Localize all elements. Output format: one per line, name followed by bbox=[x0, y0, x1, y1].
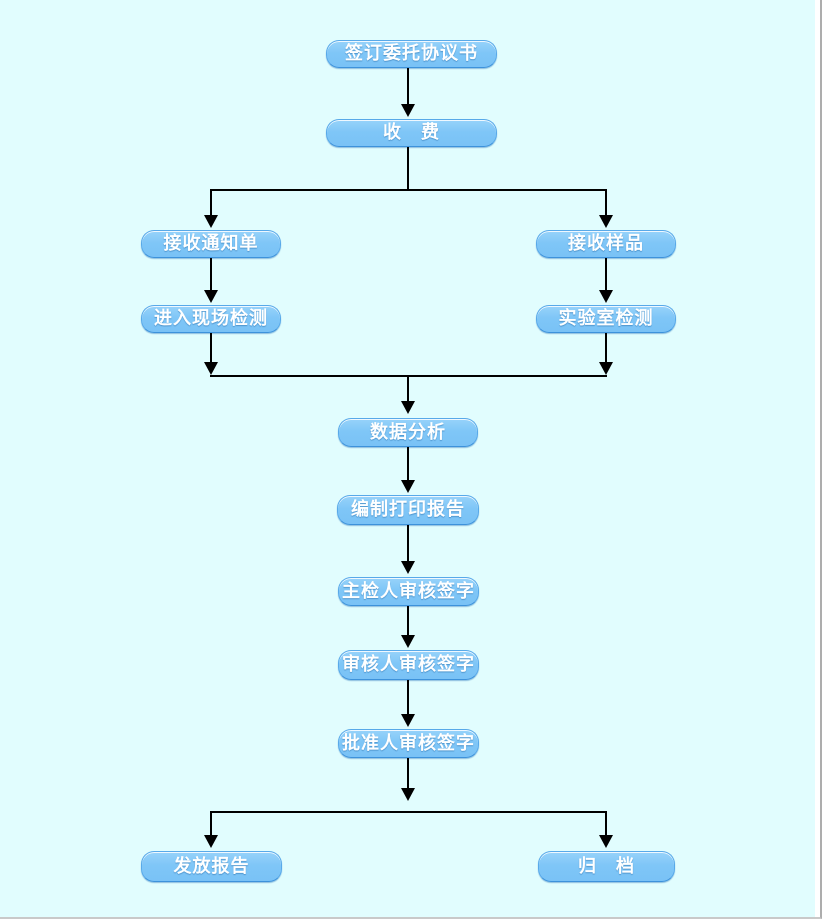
arrowhead-down-icon bbox=[401, 714, 415, 727]
connector-line bbox=[210, 189, 212, 215]
arrowhead-down-icon bbox=[204, 290, 218, 303]
page-right-edge bbox=[815, 0, 820, 917]
connector-line bbox=[210, 333, 212, 362]
connector-split-bar bbox=[210, 189, 607, 191]
arrowhead-down-icon bbox=[599, 835, 613, 848]
connector-line bbox=[605, 812, 607, 835]
node-archive: 归 档 bbox=[538, 851, 675, 882]
arrowhead-down-icon bbox=[401, 635, 415, 648]
arrowhead-down-icon bbox=[204, 835, 218, 848]
connector-line bbox=[407, 680, 409, 714]
node-approver-sign: 批准人审核签字 bbox=[338, 729, 479, 758]
arrowhead-down-icon bbox=[401, 401, 415, 414]
connector-line bbox=[407, 68, 409, 104]
node-fee-collection: 收 费 bbox=[326, 119, 497, 147]
node-sign-agreement: 签订委托协议书 bbox=[326, 40, 497, 68]
connector-line bbox=[407, 147, 409, 190]
connector-line bbox=[605, 333, 607, 362]
arrowhead-down-icon bbox=[401, 104, 415, 117]
connector-merge-bar bbox=[210, 375, 607, 377]
arrowhead-down-icon bbox=[204, 215, 218, 228]
connector-line bbox=[407, 758, 409, 788]
connector-line bbox=[605, 189, 607, 215]
connector-line bbox=[210, 258, 212, 290]
arrowhead-down-icon bbox=[401, 561, 415, 574]
node-chief-inspector-sign: 主检人审核签字 bbox=[338, 577, 479, 606]
node-lab-testing: 实验室检测 bbox=[536, 305, 676, 333]
arrowhead-down-icon bbox=[204, 362, 218, 375]
arrowhead-down-icon bbox=[401, 480, 415, 493]
arrowhead-down-icon bbox=[599, 290, 613, 303]
connector-line bbox=[605, 258, 607, 290]
node-compile-print-report: 编制打印报告 bbox=[337, 495, 479, 525]
node-issue-report: 发放报告 bbox=[141, 851, 282, 882]
connector-split-bar bbox=[210, 811, 607, 813]
connector-line bbox=[407, 447, 409, 480]
arrowhead-down-icon bbox=[599, 215, 613, 228]
connector-line bbox=[210, 812, 212, 835]
node-receive-notice: 接收通知单 bbox=[141, 230, 281, 258]
arrowhead-down-icon bbox=[401, 788, 415, 801]
arrowhead-down-icon bbox=[599, 362, 613, 375]
connector-line bbox=[407, 606, 409, 635]
node-receive-samples: 接收样品 bbox=[536, 230, 676, 258]
node-reviewer-sign: 审核人审核签字 bbox=[338, 650, 479, 680]
connector-line bbox=[407, 377, 409, 401]
connector-line bbox=[407, 525, 409, 561]
node-data-analysis: 数据分析 bbox=[338, 418, 478, 447]
node-site-testing: 进入现场检测 bbox=[141, 305, 281, 333]
